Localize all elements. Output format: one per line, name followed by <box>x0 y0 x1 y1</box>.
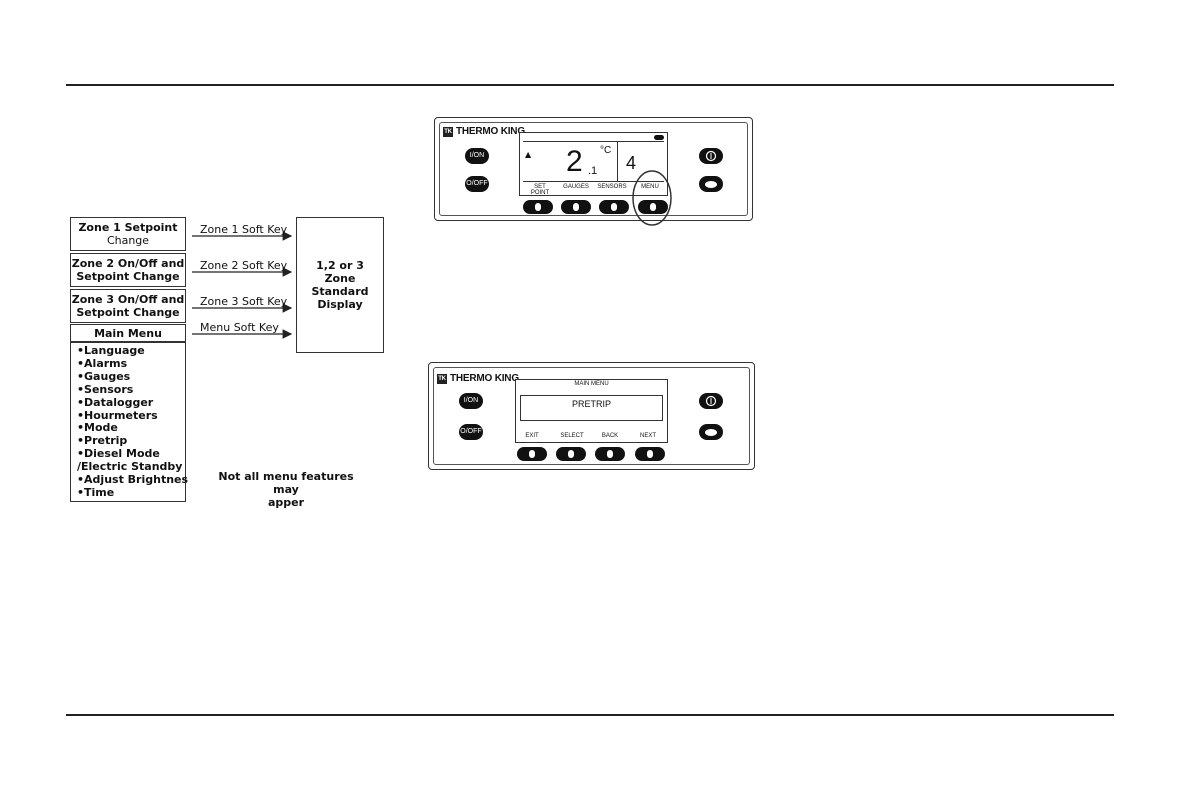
screen-value: PRETRIP <box>571 399 611 409</box>
main-menu-title: MAIN MENU <box>574 381 609 387</box>
turtle-icon <box>705 429 717 436</box>
menu-list-item: •Gauges <box>77 369 131 383</box>
brand-logo: TK THERMO KING <box>443 126 525 137</box>
menu-list-item: •Language <box>77 344 145 357</box>
soft-key-2[interactable] <box>561 200 591 214</box>
zone2-key-label: Zone 2 Soft Key <box>200 259 288 272</box>
controller-panel-standard: TK THERMO KING I/ON O/OFF ▲ 2 .1 °C 4 SE… <box>434 117 753 221</box>
softkey-label-exit: EXIT <box>525 433 539 439</box>
on-button[interactable]: I/ON <box>459 393 483 409</box>
display-screen: MAIN MENU PRETRIP <box>515 379 668 443</box>
brand-logo: TK THERMO KING <box>437 373 519 384</box>
defrost-button[interactable] <box>699 148 723 164</box>
temperature-main: 2 <box>566 145 583 178</box>
screen-vertical-divider <box>617 141 618 181</box>
panel-bezel <box>433 367 750 465</box>
off-button[interactable]: O/OFF <box>465 176 489 192</box>
screen-bottom-divider <box>523 181 664 182</box>
menu-list-item: •Diesel Mode <box>77 447 160 461</box>
up-arrow-icon: ▲ <box>525 150 532 159</box>
bottom-rule <box>66 714 1114 716</box>
menu-list-item: /Electric Standby <box>77 460 183 474</box>
zone3-box: Zone 3 On/Off and Setpoint Change <box>70 289 186 323</box>
off-button[interactable]: O/OFF <box>459 424 483 440</box>
soft-key-1[interactable] <box>523 200 553 214</box>
soft-key-back[interactable] <box>595 447 625 461</box>
soft-key-menu[interactable] <box>638 200 668 214</box>
soft-key-exit[interactable] <box>517 447 547 461</box>
zone2-box: Zone 2 On/Off and Setpoint Change <box>70 253 186 287</box>
top-rule <box>66 84 1114 86</box>
softkey-label-next: NEXT <box>639 433 656 439</box>
screen-value-box: PRETRIP <box>520 395 663 421</box>
thermo-king-logo-icon: TK <box>437 373 447 384</box>
defrost-button[interactable] <box>699 393 723 409</box>
cycle-sentry-button[interactable] <box>699 424 723 440</box>
controller-panel-main-menu: TK THERMO KING I/ON O/OFF MAIN MENU PRET… <box>428 362 755 470</box>
temperature-unit: °C <box>600 145 612 156</box>
menu-list-item: •Alarms <box>77 356 128 370</box>
cycle-sentry-button[interactable] <box>699 176 723 192</box>
panel-bezel <box>439 122 748 216</box>
zone3-key-label: Zone 3 Soft Key <box>200 295 288 308</box>
menu-list-item: •Adjust Brightnes <box>77 473 189 487</box>
softkey-label-setpoint: SET POINT <box>530 184 550 196</box>
defrost-icon <box>705 150 717 162</box>
soft-key-3[interactable] <box>599 200 629 214</box>
softkey-label-back: BACK <box>601 433 619 439</box>
display-screen: ▲ 2 .1 °C 4 <box>519 132 668 196</box>
menu-list-item: •Hourmeters <box>77 408 158 422</box>
screen-status-icon <box>654 135 664 140</box>
menu-key-label: Menu Soft Key <box>200 321 279 334</box>
zone-value: 4 <box>626 153 637 173</box>
soft-key-select[interactable] <box>556 447 586 461</box>
menu-key-highlight-circle <box>632 170 672 226</box>
softkey-label-menu: MENU <box>641 184 659 190</box>
softkey-label-gauges: GAUGES <box>563 184 589 190</box>
menu-list-item: •Time <box>77 485 115 499</box>
softkey-label-select: SELECT <box>560 433 584 439</box>
soft-key-next[interactable] <box>635 447 665 461</box>
menu-list-item: •Mode <box>77 421 118 435</box>
softkey-label-sensors: SENSORS <box>597 184 627 190</box>
menu-note: Not all menu features may apper <box>218 470 354 509</box>
on-button[interactable]: I/ON <box>465 148 489 164</box>
main-menu-list: •Language•Alarms•Gauges•Sensors•Datalogg… <box>70 342 189 502</box>
defrost-icon <box>705 395 717 407</box>
turtle-icon <box>705 181 717 188</box>
zone1-key-label: Zone 1 Soft Key <box>200 223 288 236</box>
menu-list-item: •Pretrip <box>77 434 128 448</box>
main-menu-box: Main Menu <box>70 324 186 342</box>
screen-divider <box>523 141 664 142</box>
zone1-box: Zone 1 Setpoint Change <box>70 217 186 251</box>
menu-list-item: •Datalogger <box>77 395 154 409</box>
menu-list-item: •Sensors <box>77 382 134 396</box>
standard-display-box: 1,2 or 3 Zone Standard Display <box>296 217 384 353</box>
temperature-decimal: .1 <box>588 165 598 177</box>
thermo-king-logo-icon: TK <box>443 126 453 137</box>
